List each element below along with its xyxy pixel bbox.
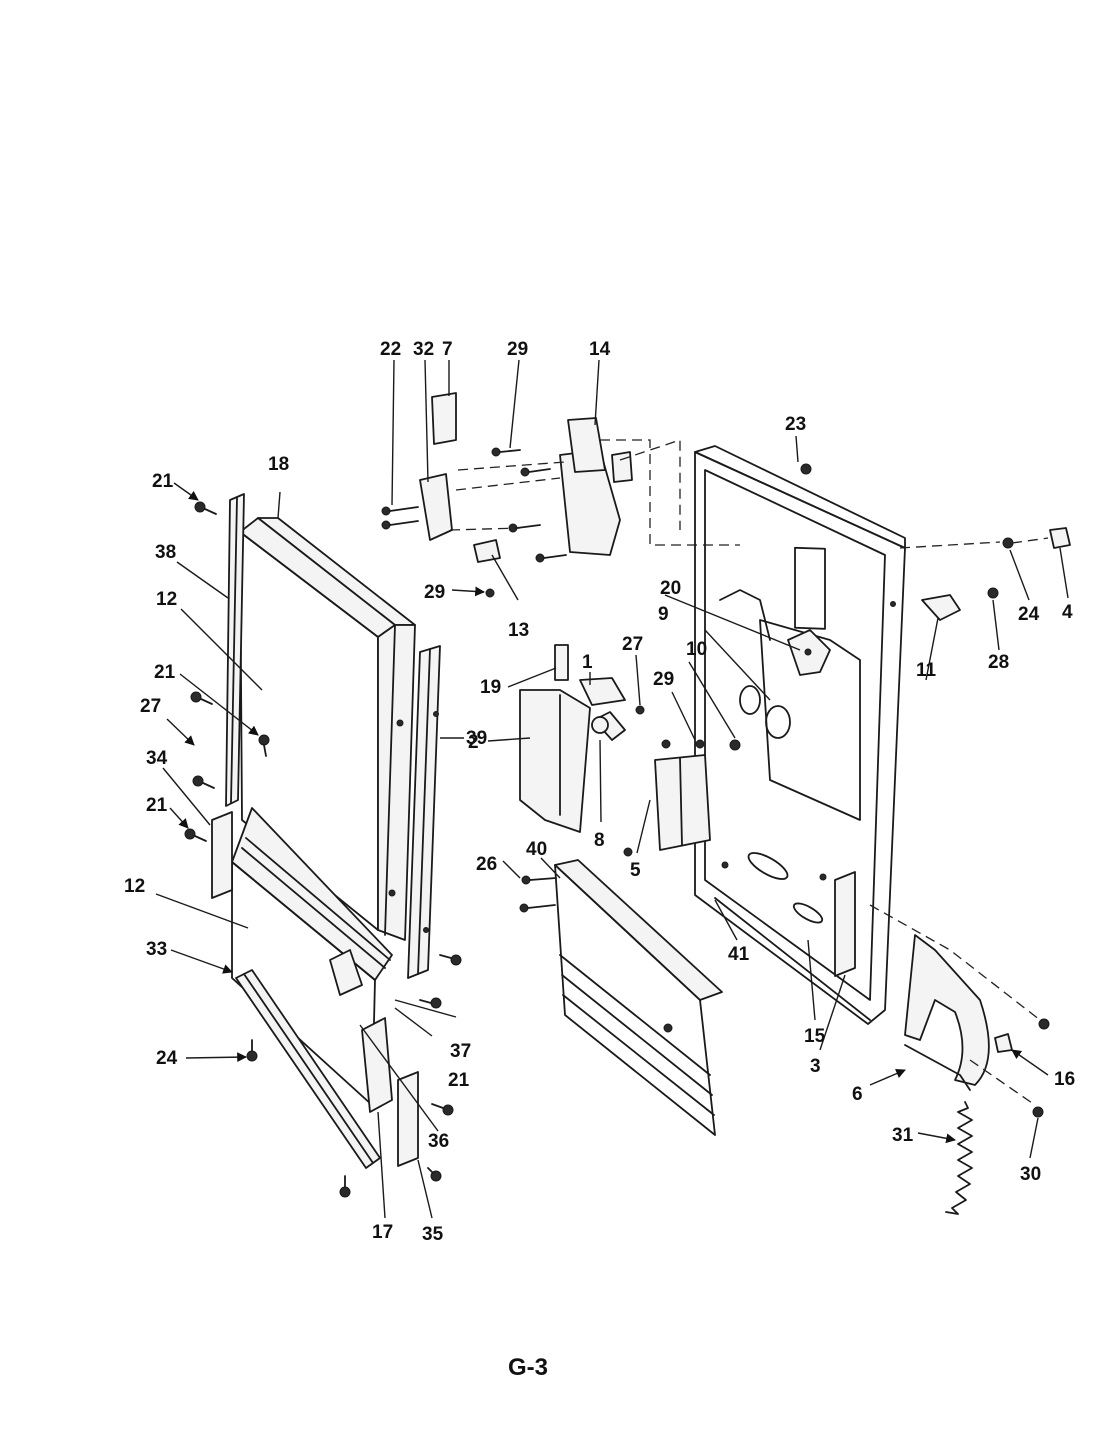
callout-7: 7 (442, 339, 453, 360)
callout-19: 19 (480, 677, 501, 698)
door-handle (519, 644, 626, 833)
side-bracket (834, 871, 856, 977)
right-side-trim-strip (407, 645, 441, 979)
callout-4: 4 (1062, 602, 1073, 623)
callout-36: 36 (428, 1131, 449, 1152)
callout-40: 40 (526, 839, 547, 860)
callout-1: 1 (582, 652, 593, 673)
spring (945, 1101, 973, 1215)
lower-hinge-bracket (654, 754, 711, 851)
callout-29b: 29 (424, 582, 445, 603)
callout-18: 18 (268, 454, 289, 475)
callout-22: 22 (380, 339, 401, 360)
callout-21b: 21 (154, 662, 176, 683)
callout-13: 13 (508, 620, 529, 641)
inner-door-frame (694, 445, 906, 1025)
leader-lines (155, 359, 1069, 1219)
callout-27a: 27 (140, 696, 161, 717)
callout-21c: 21 (146, 795, 168, 816)
callout-17: 17 (372, 1222, 393, 1243)
callout-24b: 24 (1018, 604, 1040, 625)
callout-32: 32 (413, 339, 434, 360)
lower-latch-piece (329, 949, 363, 996)
callout-27b: 27 (622, 634, 643, 655)
callout-21a: 21 (152, 471, 174, 492)
bottom-channel (235, 969, 381, 1169)
callout-30: 30 (1020, 1164, 1041, 1185)
callout-23: 23 (785, 414, 806, 435)
callout-11: 11 (916, 660, 937, 681)
callout-29a: 29 (507, 339, 528, 360)
hinge-arm (904, 934, 990, 1091)
callout-31: 31 (892, 1125, 914, 1146)
callout-34: 34 (146, 748, 168, 769)
callout-24a: 24 (156, 1048, 178, 1069)
hinge-bracket (787, 629, 831, 676)
callout-8: 8 (594, 830, 605, 851)
callout-9: 9 (658, 604, 669, 625)
callout-39: 39 (466, 728, 487, 749)
outer-door-panel (239, 517, 416, 941)
callout-12b: 12 (124, 876, 145, 897)
callout-6: 6 (852, 1084, 863, 1105)
callout-33: 33 (146, 939, 167, 960)
callout-21d: 21 (448, 1070, 470, 1091)
left-bracket (211, 811, 233, 899)
lower-bracket (397, 1071, 419, 1167)
callout-5: 5 (630, 860, 641, 881)
callout-41: 41 (728, 944, 750, 965)
screws-left (184, 501, 462, 1198)
callout-12a: 12 (156, 589, 177, 610)
callout-38: 38 (155, 542, 176, 563)
left-side-trim-strip (225, 493, 245, 807)
callout-35: 35 (422, 1224, 444, 1245)
callout-28: 28 (988, 652, 1009, 673)
callout-labels: 1 2 3 4 5 6 7 8 9 10 11 12 12 13 14 15 1… (124, 339, 1075, 1245)
callout-20: 20 (660, 578, 681, 599)
latch-assembly (381, 392, 740, 598)
callout-15: 15 (804, 1026, 826, 1047)
page-label: G-3 (508, 1354, 548, 1381)
callout-10: 10 (686, 639, 707, 660)
callout-29c: 29 (653, 669, 674, 690)
lower-door-panel (231, 807, 393, 1113)
callout-14: 14 (589, 339, 611, 360)
callout-16: 16 (1054, 1069, 1075, 1090)
bottom-access-panel (519, 859, 723, 1136)
callout-37: 37 (450, 1041, 471, 1062)
small-hardware-right (623, 463, 1071, 1118)
callout-26: 26 (476, 854, 497, 875)
callout-2: 2 (468, 732, 479, 753)
callout-3: 3 (810, 1056, 821, 1077)
